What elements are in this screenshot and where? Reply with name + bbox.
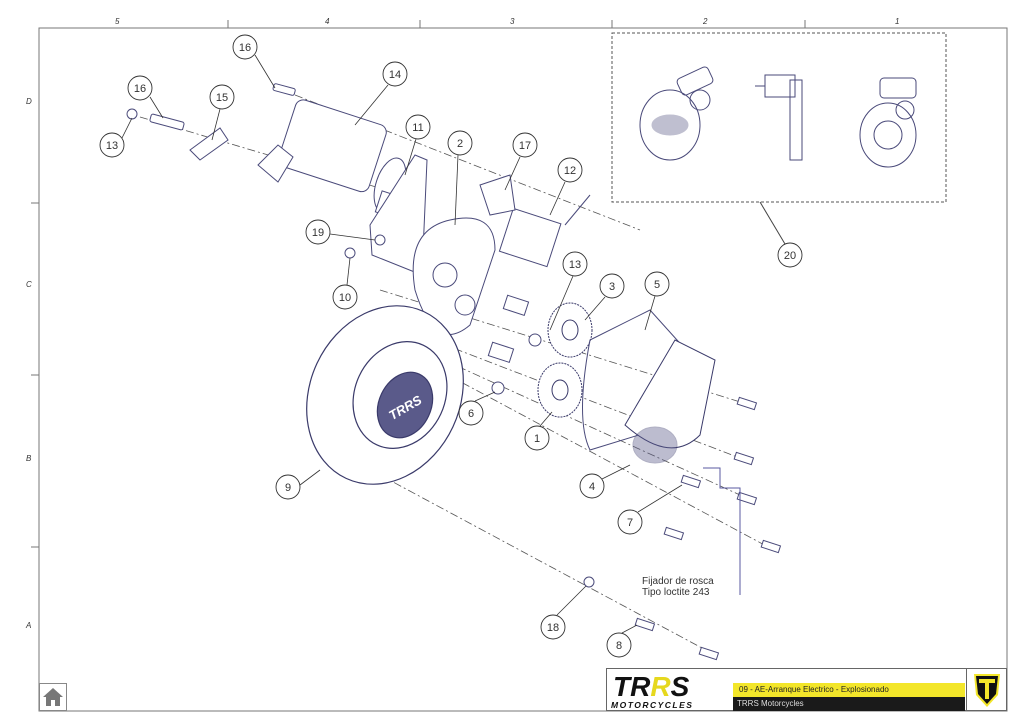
zone-column-3: 3 (510, 17, 515, 26)
part-bracket-17 (479, 174, 516, 216)
zone-column-2: 2 (703, 17, 708, 26)
callout-16b: 16 (134, 83, 146, 95)
callout-13b: 13 (569, 259, 581, 271)
zone-column-1: 1 (895, 17, 900, 26)
part-gasket-2 (412, 217, 496, 335)
assembled-view-front (639, 66, 714, 161)
callout-1: 1 (534, 433, 540, 445)
title-block: TRRS MOTORCYCLES 09 - AE-Arranque Electr… (606, 668, 1007, 711)
callout-9: 9 (285, 482, 291, 494)
callout-19: 19 (312, 227, 324, 239)
callout-3: 3 (609, 281, 615, 293)
drawing-border (38, 27, 1008, 712)
trrs-shield-badge (966, 669, 1008, 711)
bolts (126, 83, 782, 661)
callout-12: 12 (564, 165, 576, 177)
callout-13a: 13 (106, 140, 118, 152)
home-icon (43, 688, 63, 706)
callout-8: 8 (616, 640, 622, 652)
logo-subtext: MOTORCYCLES (611, 700, 693, 710)
part-gear-1 (537, 362, 583, 418)
zone-row-A: A (26, 621, 32, 630)
threadlocker-note: Fijador de rosca Tipo loctite 243 (642, 576, 714, 598)
callout-6: 6 (468, 408, 474, 420)
callout-7: 7 (627, 517, 633, 529)
callout-2: 2 (457, 138, 463, 150)
callout-bubbles (99, 34, 803, 658)
drawing-title: 09 - AE-Arranque Electrico - Explosionad… (733, 683, 965, 697)
part-inner-cover-4 (624, 339, 716, 464)
note-line-2: Tipo loctite 243 (642, 587, 710, 598)
callout-18: 18 (547, 622, 559, 634)
note-line-1: Fijador de rosca (642, 576, 714, 587)
part-gear-3 (547, 302, 593, 358)
callout-10: 10 (339, 292, 351, 304)
assembled-view-side (755, 74, 803, 161)
zone-row-C: C (26, 280, 32, 289)
home-button[interactable] (39, 683, 67, 711)
assembled-views-box (611, 32, 947, 203)
callout-4: 4 (589, 481, 595, 493)
logo-text: TRRS (613, 671, 690, 702)
trrs-logo: TRRS MOTORCYCLES (611, 671, 693, 710)
zone-dividers (31, 20, 806, 548)
zone-column-5: 5 (115, 17, 120, 26)
shield-icon (974, 674, 1000, 707)
callout-20: 20 (784, 250, 796, 262)
callout-11: 11 (412, 122, 423, 134)
zone-row-D: D (26, 97, 32, 106)
part-solenoid-12 (498, 194, 591, 268)
callout-leaders (121, 54, 683, 634)
callout-14: 14 (389, 69, 401, 81)
callout-16a: 16 (239, 42, 251, 54)
company-name: TRRS Motorcycles (733, 697, 965, 711)
callout-15: 15 (216, 92, 228, 104)
assembled-view-rear (859, 77, 917, 168)
callout-17: 17 (519, 140, 531, 152)
callout-5: 5 (654, 279, 660, 291)
note-leader (703, 467, 741, 595)
zone-column-4: 4 (325, 17, 330, 26)
part-cover-9: TRRS (306, 305, 464, 485)
zone-row-B: B (26, 454, 32, 463)
